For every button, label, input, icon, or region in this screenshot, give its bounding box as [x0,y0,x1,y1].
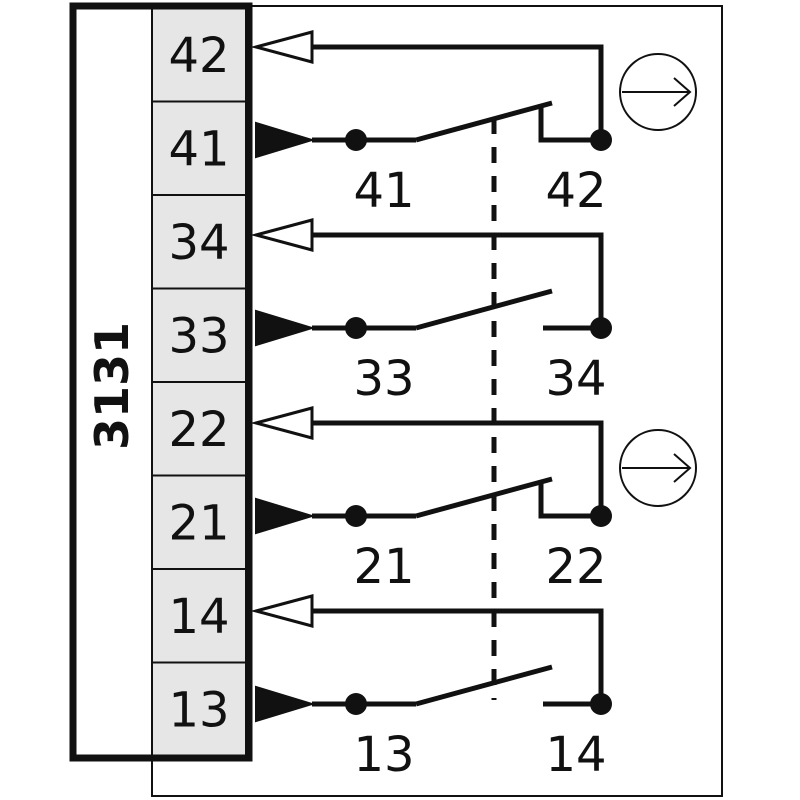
terminal-label: 33 [168,308,229,364]
terminal-dot [590,693,612,715]
contact-out-label: 22 [545,539,606,595]
terminal-label: 22 [168,402,229,458]
input-arrow-icon [255,309,316,347]
terminal-label: 34 [168,215,229,271]
output-arrow-icon [250,406,314,440]
terminal-dot [590,317,612,339]
terminal-dot [590,505,612,527]
output-arrow-icon [250,218,314,252]
terminal-cell [151,568,247,664]
return-wire [312,608,604,704]
contact-blade [415,476,553,519]
actuator-arrow-head [673,453,692,483]
contact-circuit: 41 42 [250,30,697,219]
terminal-cell [151,661,247,757]
contact-blade [415,664,553,707]
contact-circuit: 21 22 [250,406,697,595]
return-wire [312,44,604,140]
contact-out-label: 42 [545,163,606,219]
contact-in-label: 41 [353,163,414,219]
contact-circuit: 13 14 [250,594,612,783]
contacts-group: 41 42 33 34 21 22 13 14 [250,30,697,783]
module-outline [69,2,253,762]
contact-in-label: 13 [353,727,414,783]
fixed-contact [538,104,601,143]
terminal-label: 42 [168,28,229,84]
terminal-label: 13 [168,682,229,738]
input-arrow-icon [255,685,316,723]
terminal-strip: 42 41 34 33 22 21 14 13 [151,7,247,757]
terminal-dot [345,505,367,527]
return-wire [312,420,604,516]
terminal-label: 14 [168,589,229,645]
fixed-contact [538,480,601,519]
terminal-dot [345,129,367,151]
output-arrow-icon [250,594,314,628]
input-arrow-icon [255,121,316,159]
contact-out-label: 14 [545,727,606,783]
input-arrow-icon [255,497,316,535]
terminal-label: 41 [168,121,229,177]
terminal-cell [151,474,247,570]
contact-blade [415,100,553,143]
actuator-arrow-head [673,77,692,107]
terminal-dot [345,317,367,339]
terminal-cell [151,100,247,196]
terminal-cell [151,287,247,383]
contact-in-label: 33 [353,351,414,407]
contact-blade [415,288,553,331]
terminal-label: 21 [168,495,229,551]
contact-in-label: 21 [353,539,414,595]
terminal-dot [345,693,367,715]
module-label: 3131 [85,322,139,450]
terminal-dot [590,129,612,151]
return-wire [312,232,604,328]
output-arrow-icon [250,30,314,64]
contact-out-label: 34 [545,351,606,407]
contact-circuit: 33 34 [250,218,612,407]
